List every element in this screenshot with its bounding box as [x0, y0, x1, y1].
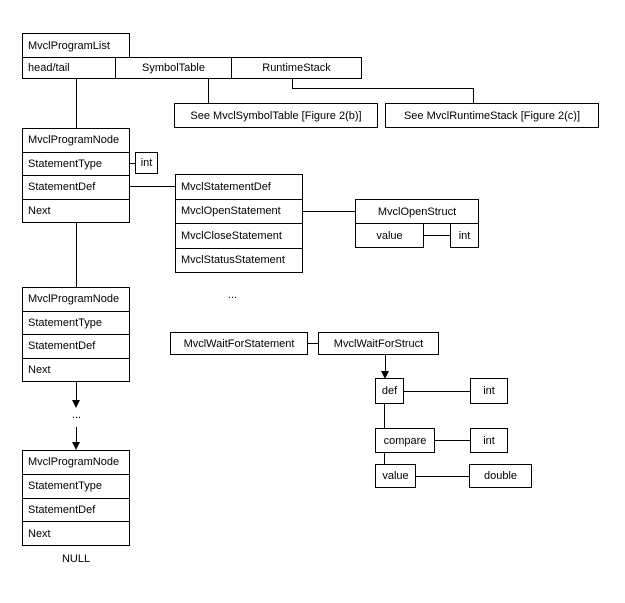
- wait-field-compare-box: compare: [375, 428, 435, 453]
- edge-def-to-int: [403, 391, 470, 392]
- edge-wait-statement-to-struct: [307, 343, 318, 344]
- edge-runtime-stack-across: [292, 88, 474, 89]
- wait-field-def-box: def: [375, 378, 404, 404]
- compare-int-type-box: int: [470, 428, 508, 453]
- program-list-cell-runtime-stack: RuntimeStack: [231, 57, 362, 79]
- edge-value-to-double: [415, 476, 469, 477]
- program-list-cell-head-tail: head/tail: [22, 57, 116, 79]
- node2-field-statement-def: StatementDef: [23, 334, 129, 358]
- node3-field-next: Next: [23, 521, 129, 545]
- ellipsis-middle: ...: [227, 289, 238, 301]
- node1-field-next: Next: [23, 198, 129, 223]
- edge-statement-type-to-int: [130, 163, 135, 164]
- statement-def-close: MvclCloseStatement: [176, 223, 302, 248]
- program-node-1: MvclProgramNode StatementType StatementD…: [22, 128, 130, 223]
- node3-field-statement-type: StatementType: [23, 473, 129, 498]
- edge-value-to-int: [423, 235, 450, 236]
- int-type-box-1: int: [135, 152, 158, 174]
- edge-open-statement-to-open-struct: [302, 211, 355, 212]
- edge-node1-next-to-node2: [76, 222, 77, 287]
- program-node-2: MvclProgramNode StatementType StatementD…: [22, 287, 130, 382]
- edge-def-to-compare: [384, 403, 385, 429]
- program-list-title-box: MvclProgramList: [22, 33, 130, 58]
- ellipsis-node-chain: ...: [71, 409, 82, 421]
- node1-title: MvclProgramNode: [28, 134, 120, 147]
- edge-compare-to-value: [384, 452, 385, 465]
- wait-field-value-box: value: [375, 464, 416, 488]
- node1-field-statement-type: StatementType: [23, 151, 129, 176]
- edge-symbol-table-to-reference: [208, 78, 209, 103]
- reference-symbol-table-box: See MvclSymbolTable [Figure 2(b)]: [174, 103, 378, 128]
- open-struct-int-box: int: [450, 223, 479, 248]
- reference-runtime-stack-box: See MvclRuntimeStack [Figure 2(c)]: [385, 103, 599, 128]
- edge-head-tail-to-node1: [76, 78, 77, 128]
- arrowhead-struct-to-def: [381, 371, 389, 379]
- edge-chain-to-node3: [76, 427, 77, 442]
- statement-def-box: MvclStatementDef MvclOpenStatement MvclC…: [175, 174, 303, 273]
- arrowhead-into-node3: [72, 442, 80, 450]
- node2-title: MvclProgramNode: [28, 293, 120, 306]
- edge-runtime-stack-to-reference: [473, 88, 474, 104]
- node2-field-next: Next: [23, 357, 129, 382]
- edge-runtime-stack-down: [292, 78, 293, 89]
- wait-for-statement-box: MvclWaitForStatement: [170, 332, 308, 355]
- wait-for-struct-box: MvclWaitForStruct: [318, 332, 439, 355]
- statement-def-title: MvclStatementDef: [181, 180, 271, 193]
- edge-node2-next-down: [76, 381, 77, 400]
- statement-def-open: MvclOpenStatement: [176, 198, 302, 224]
- node3-title: MvclProgramNode: [28, 456, 120, 469]
- null-label: NULL: [61, 553, 91, 565]
- node2-field-statement-type: StatementType: [23, 310, 129, 335]
- node1-field-statement-def: StatementDef: [23, 175, 129, 199]
- edge-struct-to-def: [385, 354, 386, 371]
- value-double-type-box: double: [469, 464, 532, 488]
- def-int-type-box: int: [470, 378, 508, 404]
- open-struct-value-box: value: [355, 223, 424, 248]
- node3-field-statement-def: StatementDef: [23, 497, 129, 522]
- program-list-cell-symbol-table: SymbolTable: [115, 57, 232, 79]
- arrowhead-node2-down: [72, 400, 80, 408]
- statement-def-status: MvclStatusStatement: [176, 247, 302, 273]
- edge-statement-def-to-statement-def-box: [130, 186, 175, 187]
- open-struct-title-box: MvclOpenStruct: [355, 199, 479, 224]
- edge-compare-to-int: [434, 440, 470, 441]
- program-node-3: MvclProgramNode StatementType StatementD…: [22, 450, 130, 546]
